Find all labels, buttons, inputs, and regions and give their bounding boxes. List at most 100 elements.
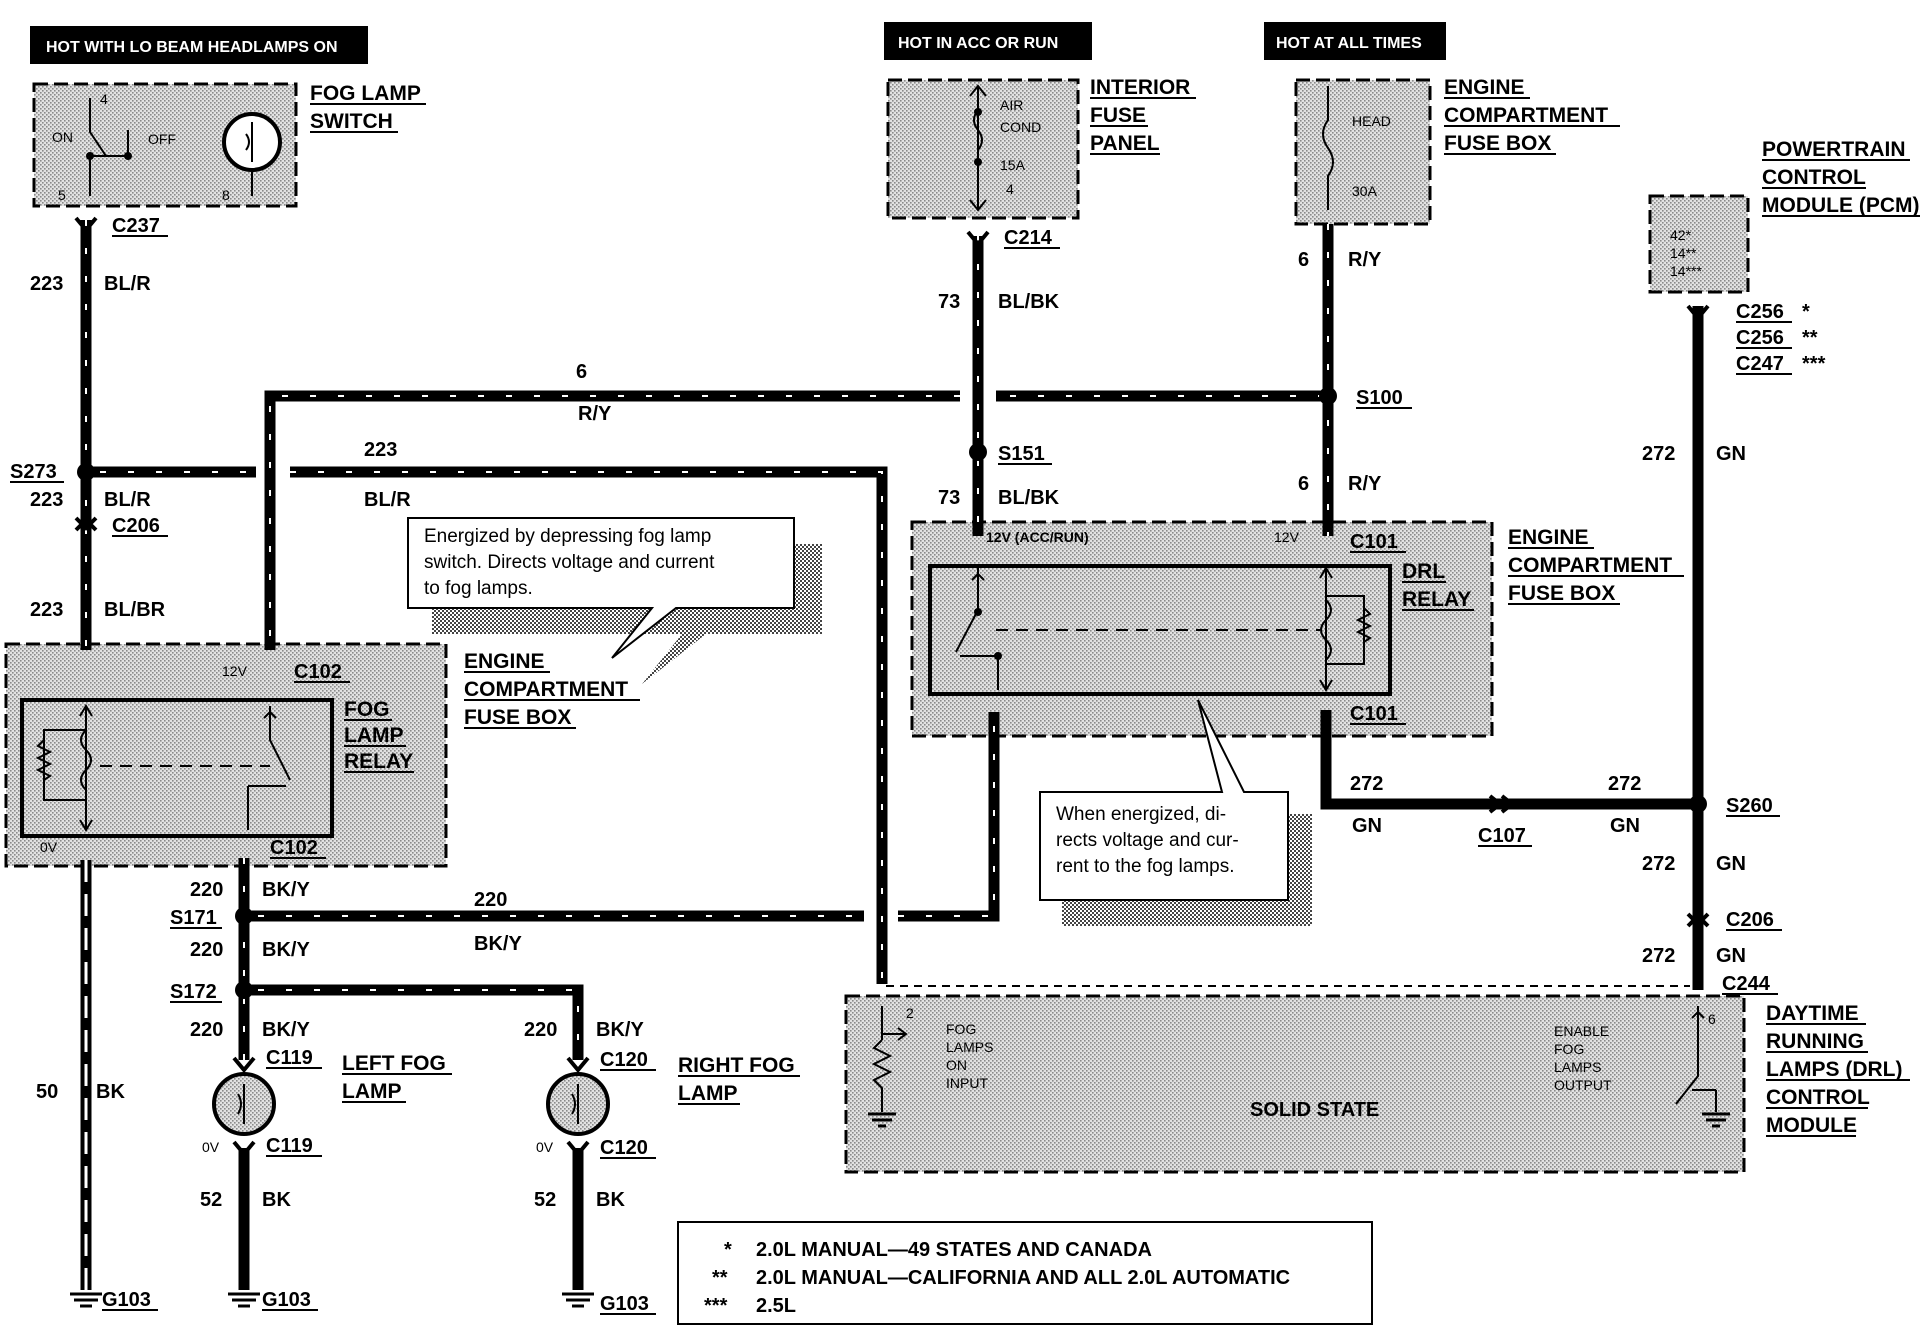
drl-input-2: LAMPS: [946, 1039, 993, 1055]
pcm-title-3: MODULE (PCM): [1762, 194, 1919, 217]
wire-color-blbk-a: BL/BK: [998, 291, 1060, 313]
label-c206-left: C206: [112, 515, 160, 537]
wire-label-272-c: 272: [1608, 773, 1641, 795]
wire-label-272-a: 272: [1642, 443, 1675, 465]
legend-star-1: *: [724, 1239, 732, 1261]
star-c256-b: **: [1802, 327, 1818, 349]
engine-fuse-box-top-content: HEAD 30A ENGINE COMPARTMENT FUSE BOX: [1322, 76, 1620, 210]
fog-switch-title-2: SWITCH: [310, 110, 393, 133]
header-acc-run: HOT IN ACC OR RUN: [898, 35, 1058, 52]
label-c237: C237: [112, 215, 160, 237]
label-c101-top: C101: [1350, 531, 1398, 553]
wire-label-220-b: 220: [474, 889, 507, 911]
legend-star-3: ***: [704, 1295, 728, 1317]
header-lo-beam-box: [30, 26, 368, 64]
callout-fog-relay: Energized by depressing fog lamp switch.…: [407, 517, 822, 684]
label-s273: S273: [10, 461, 57, 483]
header-acc-run-box: [884, 22, 1092, 60]
label-c206-right: C206: [1726, 909, 1774, 931]
label-s260: S260: [1726, 795, 1773, 817]
interior-fuse-panel-box: [886, 78, 1080, 220]
pcm-title-1: POWERTRAIN: [1762, 138, 1906, 161]
ecfb-right-title-2: COMPARTMENT: [1508, 554, 1672, 577]
right-lamp-0v: 0V: [536, 1139, 554, 1155]
splice-s273: [77, 463, 95, 481]
wire-color-blbk-b: BL/BK: [998, 487, 1060, 509]
callout1-line2: switch. Directs voltage and current: [424, 552, 715, 573]
legend: * 2.0L MANUAL—49 STATES AND CANADA ** 2.…: [677, 1221, 1373, 1325]
label-c256-b: C256: [1736, 327, 1784, 349]
wire-color-gn-d: GN: [1716, 853, 1746, 875]
callout2-line2: rects voltage and cur-: [1056, 830, 1239, 851]
splices: [77, 387, 1707, 999]
callout2-line1: When energized, di-: [1056, 804, 1226, 825]
wire-color-gn-a: GN: [1716, 443, 1746, 465]
ecfb-left-title-1: ENGINE: [464, 650, 545, 673]
label-s171: S171: [170, 907, 217, 929]
callout1-line1: Energized by depressing fog lamp: [424, 526, 711, 547]
callout-drl-relay: When energized, di- rects voltage and cu…: [1039, 699, 1312, 926]
interior-fuse-title-2: FUSE: [1090, 104, 1146, 127]
engine-fuse-box-left: [4, 642, 448, 868]
header-all-times: HOT AT ALL TIMES: [1276, 35, 1422, 52]
fog-relay-title-2: LAMP: [344, 724, 404, 747]
splice-s260: [1689, 795, 1707, 813]
header-all-times-box: [1264, 22, 1446, 60]
ecfb-right-title-3: FUSE BOX: [1508, 582, 1615, 605]
right-fog-lamp-title-2: LAMP: [678, 1082, 738, 1105]
wires: [80, 220, 1704, 1290]
label-c119-top: C119: [266, 1047, 313, 1069]
switch-on-label: ON: [52, 129, 73, 145]
drl-input-3: ON: [946, 1057, 967, 1073]
legend-text-2: 2.0L MANUAL—CALIFORNIA AND ALL 2.0L AUTO…: [756, 1267, 1290, 1289]
wire-color-bky-a: BK/Y: [262, 879, 310, 901]
legend-text-3: 2.5L: [756, 1295, 796, 1317]
drl-pin-6: 6: [1708, 1011, 1716, 1027]
label-g103-b: G103: [262, 1289, 311, 1311]
drl-module: 2 6 FOG LAMPS ON INPUT ENABLE FOG LAMPS …: [868, 1002, 1910, 1137]
pcm-pin-14b: 14***: [1670, 263, 1702, 279]
legend-box: [677, 1221, 1373, 1325]
ground-icon-3: [562, 1292, 594, 1308]
splice-s171: [235, 907, 253, 925]
wire-color-blr-c: BL/R: [364, 489, 411, 511]
wire-label-223-b: 223: [30, 489, 63, 511]
wire-label-6-c: 6: [1298, 473, 1309, 495]
fuse-15a-symbol: [973, 109, 983, 151]
label-s172: S172: [170, 981, 217, 1003]
wire-label-50: 50: [36, 1081, 58, 1103]
wire-label-220-d: 220: [190, 1019, 223, 1041]
label-s151: S151: [998, 443, 1045, 465]
pcm-pin-14a: 14**: [1670, 245, 1697, 261]
label-c102-top: C102: [294, 661, 342, 683]
drl-relay-12v-acc: 12V (ACC/RUN): [986, 529, 1089, 545]
fuse-air: AIR: [1000, 97, 1023, 113]
interior-fuse-panel: AIR COND 15A 4 INTERIOR FUSE PANEL: [969, 76, 1196, 212]
switch-pin-4: 4: [100, 91, 108, 107]
wire-color-bk-a: BK: [96, 1081, 125, 1103]
legend-text-1: 2.0L MANUAL—49 STATES AND CANADA: [756, 1239, 1152, 1261]
drl-input-4: INPUT: [946, 1075, 988, 1091]
right-fog-lamp: C120 C120 0V RIGHT FOG LAMP: [536, 1049, 800, 1159]
label-c119-bottom: C119: [266, 1135, 313, 1157]
label-s100: S100: [1356, 387, 1403, 409]
wire-color-gn-c: GN: [1610, 815, 1640, 837]
drl-relay-12v: 12V: [1274, 529, 1300, 545]
drl-relay-coil: [1320, 599, 1332, 661]
ground-icon-2: [228, 1292, 260, 1308]
relay-coil: [80, 729, 92, 791]
engine-fuse-box-top: [1294, 78, 1432, 226]
pcm-box: [1648, 194, 1750, 294]
drl-module-title-5: MODULE: [1766, 1114, 1857, 1137]
wire-label-220-e: 220: [524, 1019, 557, 1041]
right-fog-lamp-title-1: RIGHT FOG: [678, 1054, 795, 1077]
wire-272-relay: [1320, 710, 1698, 810]
wire-color-bk-c: BK: [596, 1189, 625, 1211]
fuse-30a: 30A: [1352, 183, 1378, 199]
header-lo-beam: HOT WITH LO BEAM HEADLAMPS ON: [46, 39, 338, 56]
switch-pin-5: 5: [58, 187, 66, 203]
wire-color-bk-b: BK: [262, 1189, 291, 1211]
drl-relay-title-2: RELAY: [1402, 588, 1471, 611]
wire-label-52-b: 52: [534, 1189, 556, 1211]
drl-module-title-2: RUNNING: [1766, 1030, 1864, 1053]
